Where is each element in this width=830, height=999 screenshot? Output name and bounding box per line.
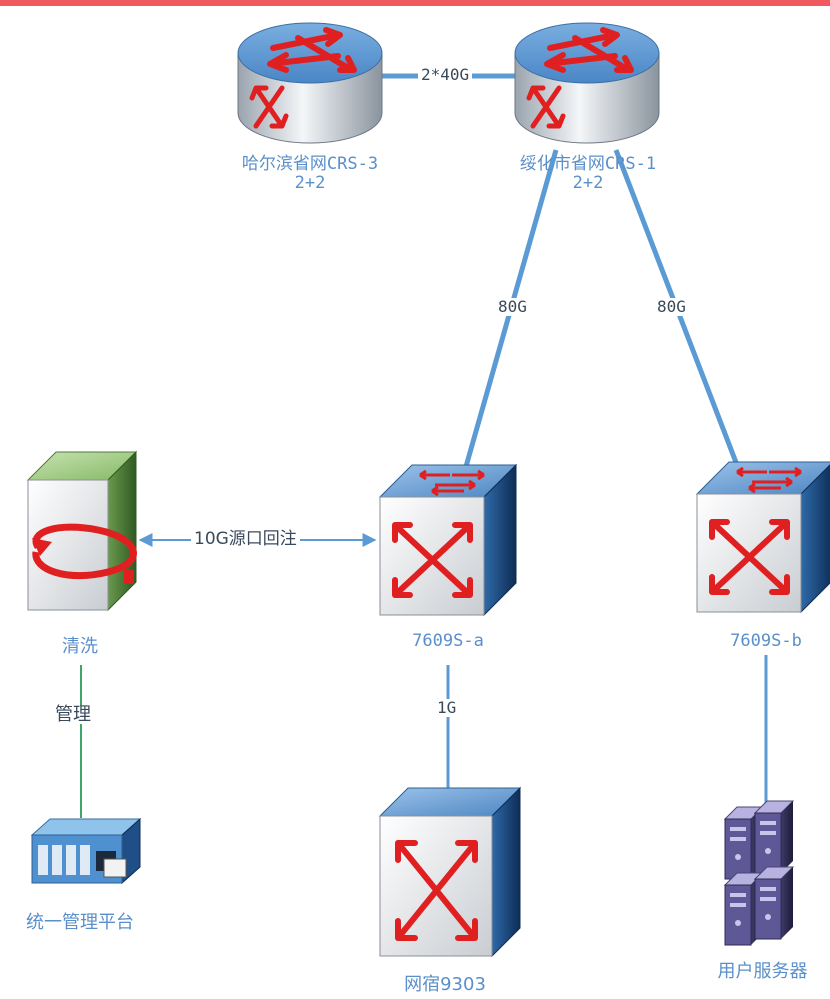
switch-icon — [695, 461, 830, 614]
link-label-crs1-sw-b: 80G — [654, 298, 689, 316]
node-label-servers: 用户服务器 — [717, 961, 808, 982]
node-capacity: 2+2 — [294, 173, 326, 193]
scrubbing-server-icon — [26, 450, 138, 612]
link-label-crs1-sw-a: 80G — [495, 298, 530, 316]
link-label-crs3-crs1: 2*40G — [418, 66, 473, 84]
node-label-9303: 网宿9303 — [404, 974, 486, 995]
node-capacity: 2+2 — [572, 173, 604, 193]
node-label-nms: 统一管理平台 — [26, 912, 134, 933]
node-label-crs1: 绥化市省网CRS-1 2+2 — [493, 155, 683, 193]
node-label-crs3: 哈尔滨省网CRS-3 2+2 — [220, 155, 400, 193]
server-cluster-icon — [723, 800, 795, 946]
link-label-cleaner-sw-a: 10G源口回注 — [191, 530, 300, 548]
link-label-sw-a-9303: 1G — [434, 699, 460, 717]
node-label-cleaner: 清洗 — [62, 636, 98, 657]
node-name: 绥化市省网CRS-1 — [519, 154, 657, 174]
router-icon — [237, 22, 383, 144]
link-label-cleaner-nms: 管理 — [52, 706, 94, 724]
router-icon — [514, 22, 660, 144]
switch-icon — [378, 463, 518, 617]
node-label-sw-b: 7609S-b — [730, 631, 802, 651]
node-label-sw-a: 7609S-a — [412, 631, 484, 651]
node-name: 哈尔滨省网CRS-3 — [241, 154, 379, 174]
management-platform-icon — [30, 817, 142, 885]
switch-icon — [378, 786, 522, 958]
top-accent-bar — [0, 0, 830, 6]
